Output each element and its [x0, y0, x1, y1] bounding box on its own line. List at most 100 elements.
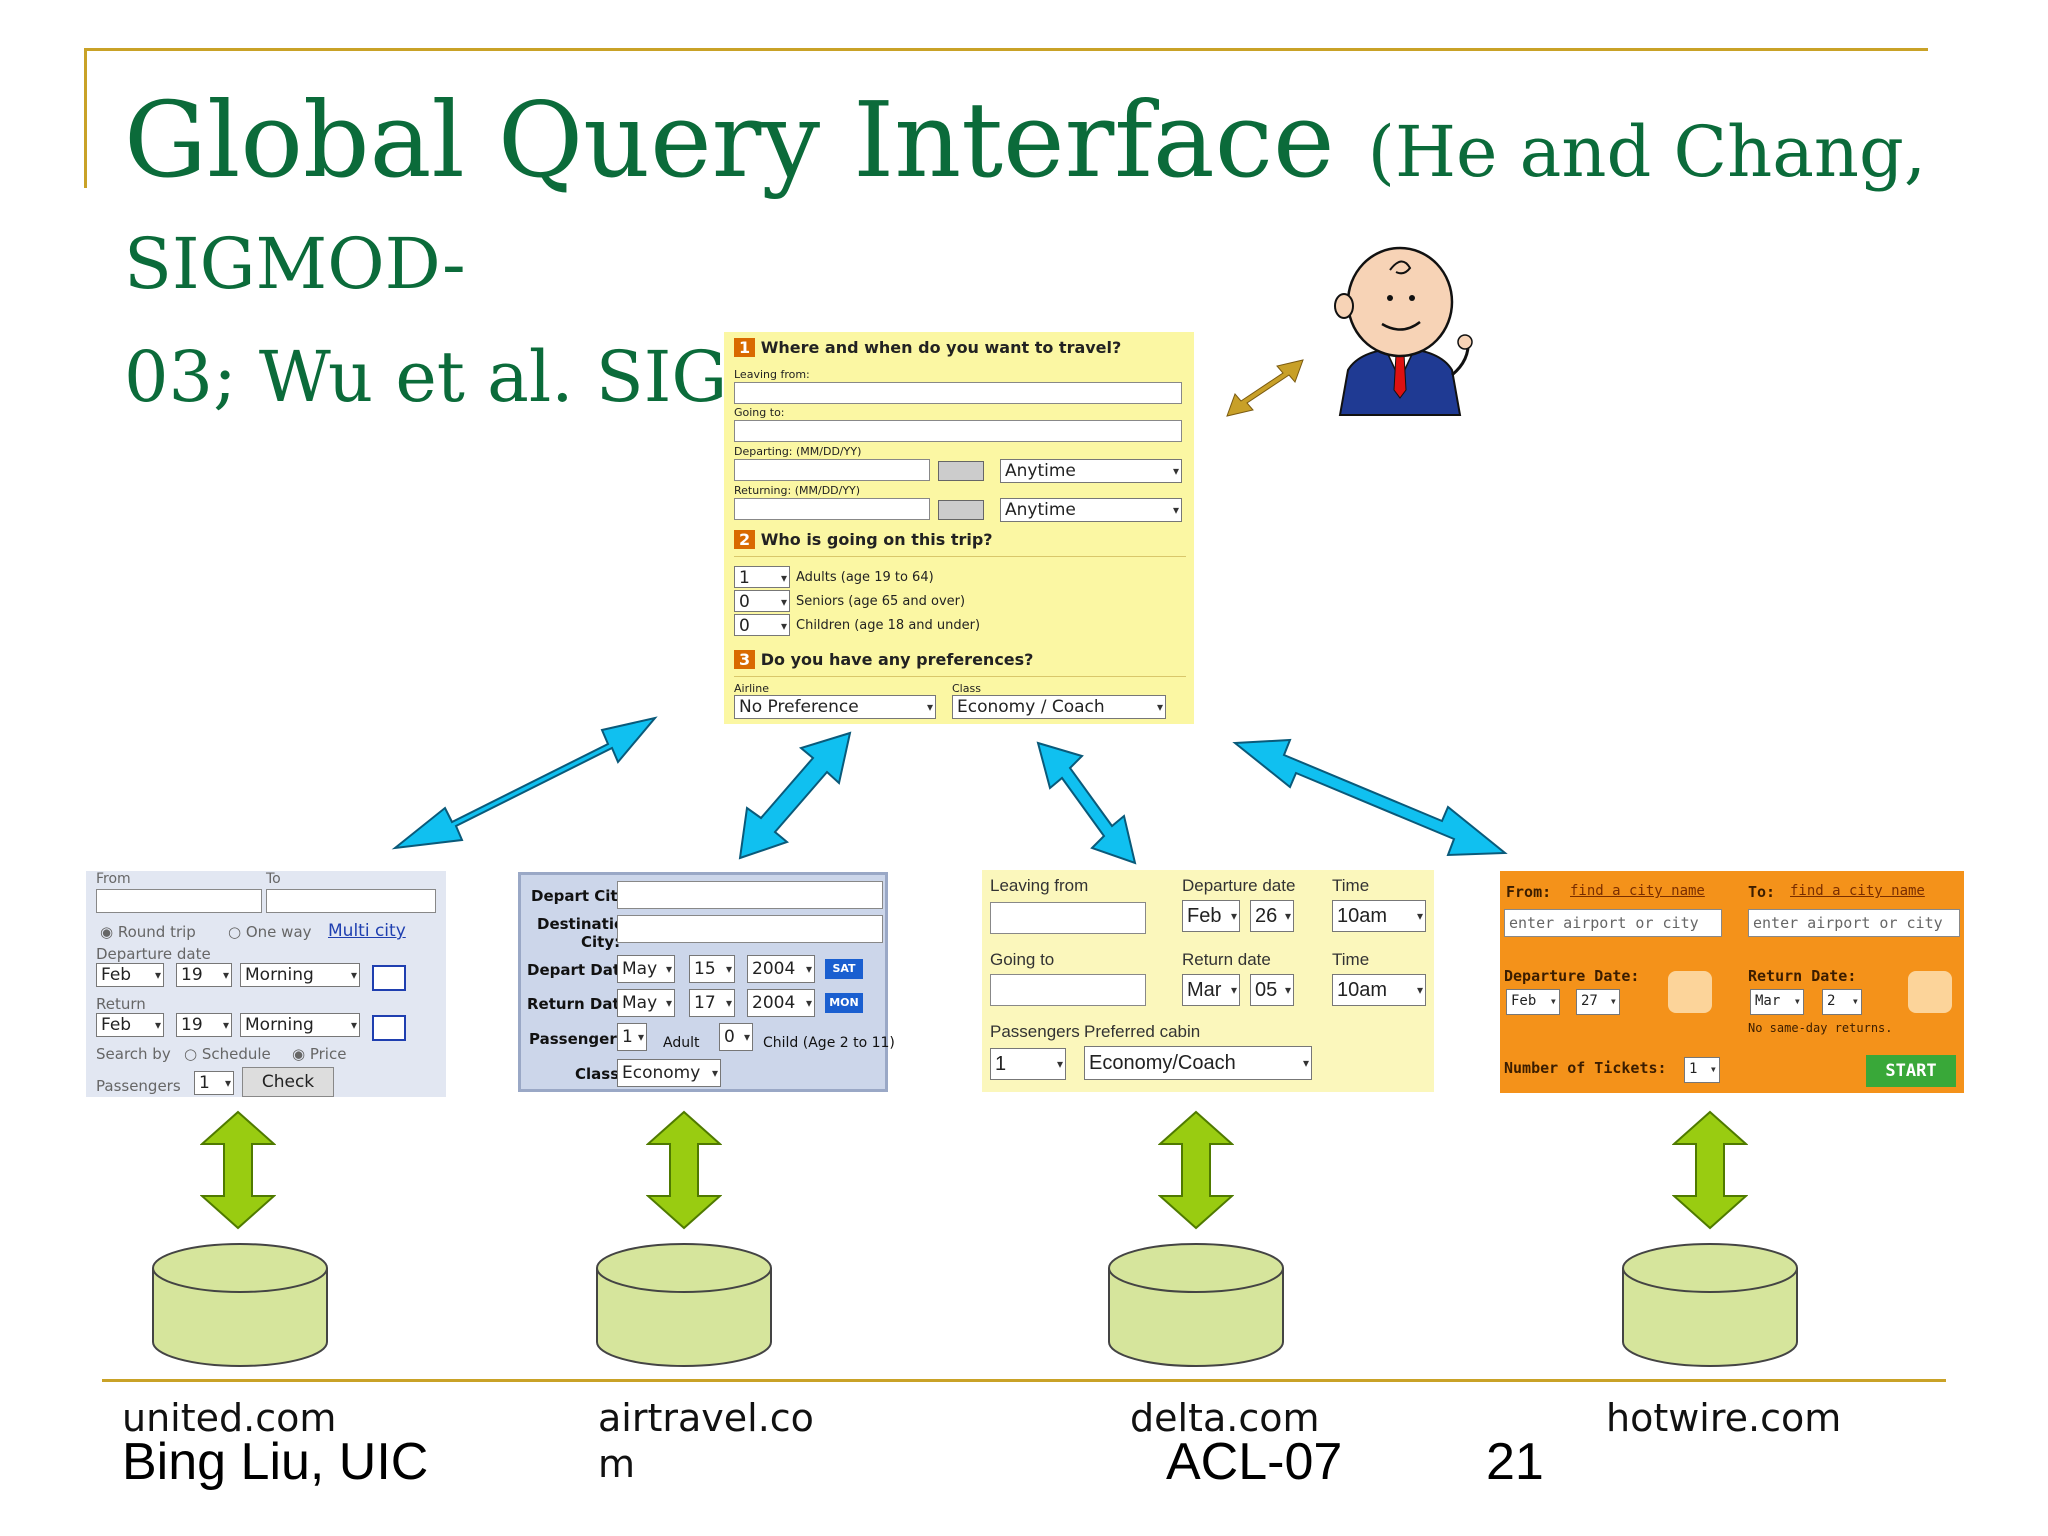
start-button[interactable]: START	[1866, 1055, 1956, 1087]
class-label: Class	[952, 682, 981, 695]
site-label-airtravel-2: m	[598, 1441, 636, 1486]
ret-day-select[interactable]: 19	[176, 1013, 232, 1037]
tickets-select[interactable]: 1	[1684, 1057, 1720, 1083]
seniors-select[interactable]: 0	[734, 590, 790, 613]
one-way-radio[interactable]: ○ One way	[228, 923, 312, 941]
leaving-from-input[interactable]	[734, 382, 1182, 404]
going-to-input[interactable]	[734, 420, 1182, 442]
ret-year-select[interactable]: 2004	[747, 989, 815, 1017]
dep-month-select[interactable]: Feb	[96, 963, 164, 987]
ret-day-select[interactable]: 17	[689, 989, 735, 1017]
divider	[734, 556, 1186, 557]
class-select[interactable]: Economy / Coach	[952, 695, 1166, 719]
child-label: Child (Age 2 to 11)	[763, 1035, 895, 1051]
hotwire-form: From: find a city name To: find a city n…	[1500, 871, 1964, 1093]
returning-label: Returning: (MM/DD/YY)	[734, 484, 861, 497]
from-input[interactable]	[96, 889, 262, 913]
from-label: From:	[1506, 883, 1552, 901]
departure-date-label: Departure date	[1182, 876, 1296, 895]
ret-time-select[interactable]: 10am	[1332, 974, 1426, 1006]
ret-month-select[interactable]: Mar	[1750, 989, 1804, 1015]
to-input[interactable]: enter airport or city	[1748, 909, 1960, 937]
dep-time-select[interactable]: 10am	[1332, 900, 1426, 932]
dep-month-select[interactable]: May	[617, 955, 675, 983]
ret-day-select[interactable]: 2	[1822, 989, 1862, 1015]
ret-month-select[interactable]: May	[617, 989, 675, 1017]
going-to-input[interactable]	[990, 974, 1146, 1006]
passengers-select[interactable]: 1	[194, 1071, 234, 1095]
calendar-icon[interactable]	[1668, 971, 1712, 1013]
ret-day-select[interactable]: 05	[1250, 974, 1294, 1006]
dep-day-select[interactable]: 27	[1576, 989, 1620, 1015]
returning-date-input[interactable]	[734, 498, 930, 520]
return-time-select[interactable]: Anytime	[1000, 498, 1182, 522]
airline-select[interactable]: No Preference	[734, 695, 936, 719]
slide-left-rule	[84, 48, 87, 188]
adults-select[interactable]: 1	[734, 566, 790, 589]
green-double-arrow-icon	[1158, 1110, 1234, 1230]
dep-day-select[interactable]: 26	[1250, 900, 1294, 932]
calendar-icon[interactable]	[1908, 971, 1952, 1013]
children-label: Children (age 18 and under)	[796, 618, 981, 633]
dep-time-select[interactable]: Morning	[240, 963, 360, 987]
dep-day-select[interactable]: 15	[689, 955, 735, 983]
cabin-select[interactable]: Economy/Coach	[1084, 1046, 1312, 1080]
adult-select[interactable]: 1	[617, 1023, 647, 1051]
schedule-label: Schedule	[201, 1045, 271, 1063]
time-label: Time	[1332, 950, 1370, 969]
site-label-delta: delta.com	[1130, 1396, 1320, 1440]
leaving-from-input[interactable]	[990, 902, 1146, 934]
leaving-from-label: Leaving from:	[734, 368, 810, 381]
adults-label: Adults (age 19 to 64)	[796, 570, 934, 585]
passengers-label: Passengers	[96, 1077, 181, 1095]
class-select[interactable]: Economy	[617, 1059, 721, 1087]
dep-day-select[interactable]: 19	[176, 963, 232, 987]
from-input[interactable]: enter airport or city	[1504, 909, 1722, 937]
calendar-icon[interactable]	[938, 461, 984, 481]
depart-time-select[interactable]: Anytime	[1000, 459, 1182, 483]
departing-date-input[interactable]	[734, 459, 930, 481]
round-trip-label: Round trip	[117, 923, 196, 941]
child-select[interactable]: 0	[719, 1023, 753, 1051]
return-date-label: Return Date:	[527, 995, 636, 1013]
dep-month-select[interactable]: Feb	[1506, 989, 1560, 1015]
calendar-icon[interactable]	[372, 965, 406, 991]
passengers-select[interactable]: 1	[990, 1048, 1066, 1080]
ret-month-select[interactable]: Mar	[1182, 974, 1240, 1006]
price-radio[interactable]: ◉ Price	[292, 1045, 347, 1063]
to-input[interactable]	[266, 889, 436, 913]
class-label: Class:	[575, 1065, 626, 1083]
adult-label: Adult	[663, 1035, 700, 1051]
slide-top-rule	[84, 48, 1928, 51]
from-city-link[interactable]: find a city name	[1570, 883, 1705, 899]
blue-double-arrow-icon	[738, 731, 852, 860]
ret-month-select[interactable]: Feb	[96, 1013, 164, 1037]
destination-input[interactable]	[617, 915, 883, 943]
one-way-label: One way	[245, 923, 312, 941]
dep-month-select[interactable]: Feb	[1182, 900, 1240, 932]
title-main: Global Query Interface	[124, 79, 1335, 201]
green-double-arrow-icon	[1672, 1110, 1748, 1230]
return-date-label: Return Date:	[1748, 967, 1857, 985]
depart-date-label: Depart Date:	[527, 961, 637, 979]
no-same-day-note: No same-day returns.	[1748, 1021, 1893, 1035]
depart-city-input[interactable]	[617, 881, 883, 909]
search-by-label: Search by	[96, 1045, 171, 1063]
children-select[interactable]: 0	[734, 614, 790, 637]
to-city-link[interactable]: find a city name	[1790, 883, 1925, 899]
check-button[interactable]: Check	[242, 1067, 334, 1097]
round-trip-radio[interactable]: ◉ Round trip	[100, 923, 196, 941]
title-citation-1: (He and Chang, SIGMOD-	[124, 111, 1927, 306]
multi-city-link[interactable]: Multi city	[328, 921, 406, 941]
section-3-heading: 3 Do you have any preferences?	[734, 650, 1033, 669]
going-to-label: Going to	[990, 950, 1055, 969]
leaving-from-label: Leaving from	[990, 876, 1089, 895]
calendar-icon[interactable]	[372, 1015, 406, 1041]
ret-time-select[interactable]: Morning	[240, 1013, 360, 1037]
calendar-icon[interactable]	[938, 500, 984, 520]
divider	[734, 676, 1186, 677]
database-cylinder-icon	[1108, 1243, 1284, 1367]
schedule-radio[interactable]: ○ Schedule	[184, 1045, 271, 1063]
dep-year-select[interactable]: 2004	[747, 955, 815, 983]
footer-author: Bing Liu, UIC	[122, 1433, 429, 1491]
